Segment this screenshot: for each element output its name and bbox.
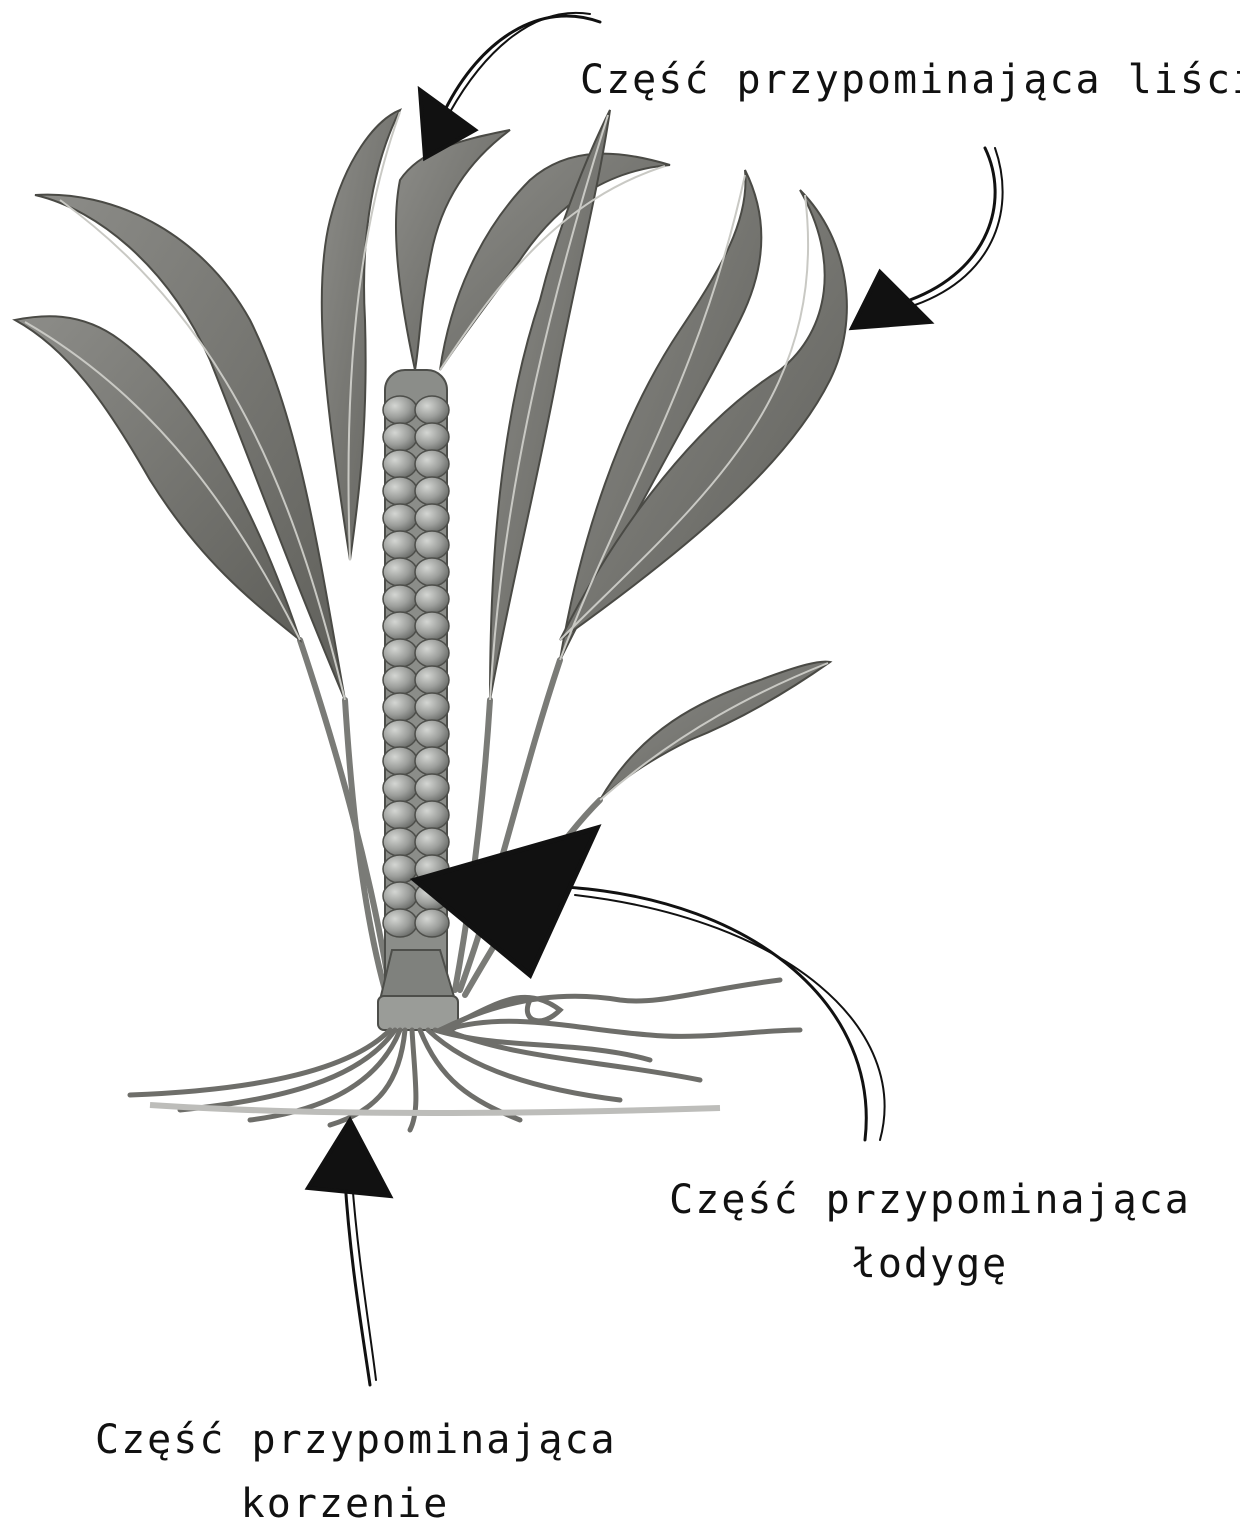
arrow-stem — [415, 828, 885, 1140]
label-roots-line1: Część przypominająca — [95, 1408, 595, 1472]
stalk-bead — [383, 639, 417, 667]
stalk-bead — [415, 612, 449, 640]
leaf — [600, 662, 830, 800]
petioles — [300, 640, 600, 995]
label-stem: Część przypominająca łodygę — [660, 1168, 1200, 1296]
stalk-bead — [383, 585, 417, 613]
stalk-bead — [383, 801, 417, 829]
stalk-bead — [415, 666, 449, 694]
stalk-bead — [383, 666, 417, 694]
stalk-bead — [415, 747, 449, 775]
stalk-bead — [383, 558, 417, 586]
stalk-bead — [383, 423, 417, 451]
stalk-bead — [415, 423, 449, 451]
leaf — [560, 190, 847, 640]
stalk-bead — [383, 720, 417, 748]
arrow-roots — [308, 1120, 390, 1385]
stalk-bead — [415, 531, 449, 559]
stalk-bead — [415, 774, 449, 802]
label-roots-line2: korzenie — [95, 1472, 595, 1519]
stalk-bead — [415, 585, 449, 613]
label-stem-line2: łodygę — [660, 1232, 1200, 1296]
arrow-leaves-top — [420, 13, 600, 158]
stalk-bead — [415, 477, 449, 505]
stalk-bead — [415, 396, 449, 424]
label-leaves: Część przypominająca liście — [580, 48, 1240, 112]
stalk-bead — [383, 747, 417, 775]
stalk-bead — [415, 801, 449, 829]
stalk-bead — [383, 531, 417, 559]
stalk-bead — [383, 882, 417, 910]
stalk-bead — [383, 396, 417, 424]
label-stem-line1: Część przypominająca — [660, 1168, 1200, 1232]
stalk-bead — [415, 639, 449, 667]
stalk-bead — [383, 774, 417, 802]
stalk-bead — [383, 477, 417, 505]
stalk-bead — [383, 909, 417, 937]
stalk-bead — [383, 450, 417, 478]
label-roots: Część przypominająca korzenie — [95, 1408, 595, 1519]
stalk-bead — [415, 909, 449, 937]
stalk-bead — [415, 504, 449, 532]
stalk-bead — [383, 828, 417, 856]
stalk-bead — [415, 693, 449, 721]
stalk-bead — [383, 612, 417, 640]
stalk-bead — [383, 504, 417, 532]
stalk-bead — [383, 693, 417, 721]
stalk-bead — [415, 720, 449, 748]
stalk-bead — [415, 558, 449, 586]
stalk-bead — [415, 828, 449, 856]
arrow-leaves-right — [852, 148, 1003, 328]
label-leaves-text: Część przypominająca liście — [580, 48, 1240, 112]
stalk-bead — [415, 450, 449, 478]
ground-shadow — [150, 1105, 720, 1113]
